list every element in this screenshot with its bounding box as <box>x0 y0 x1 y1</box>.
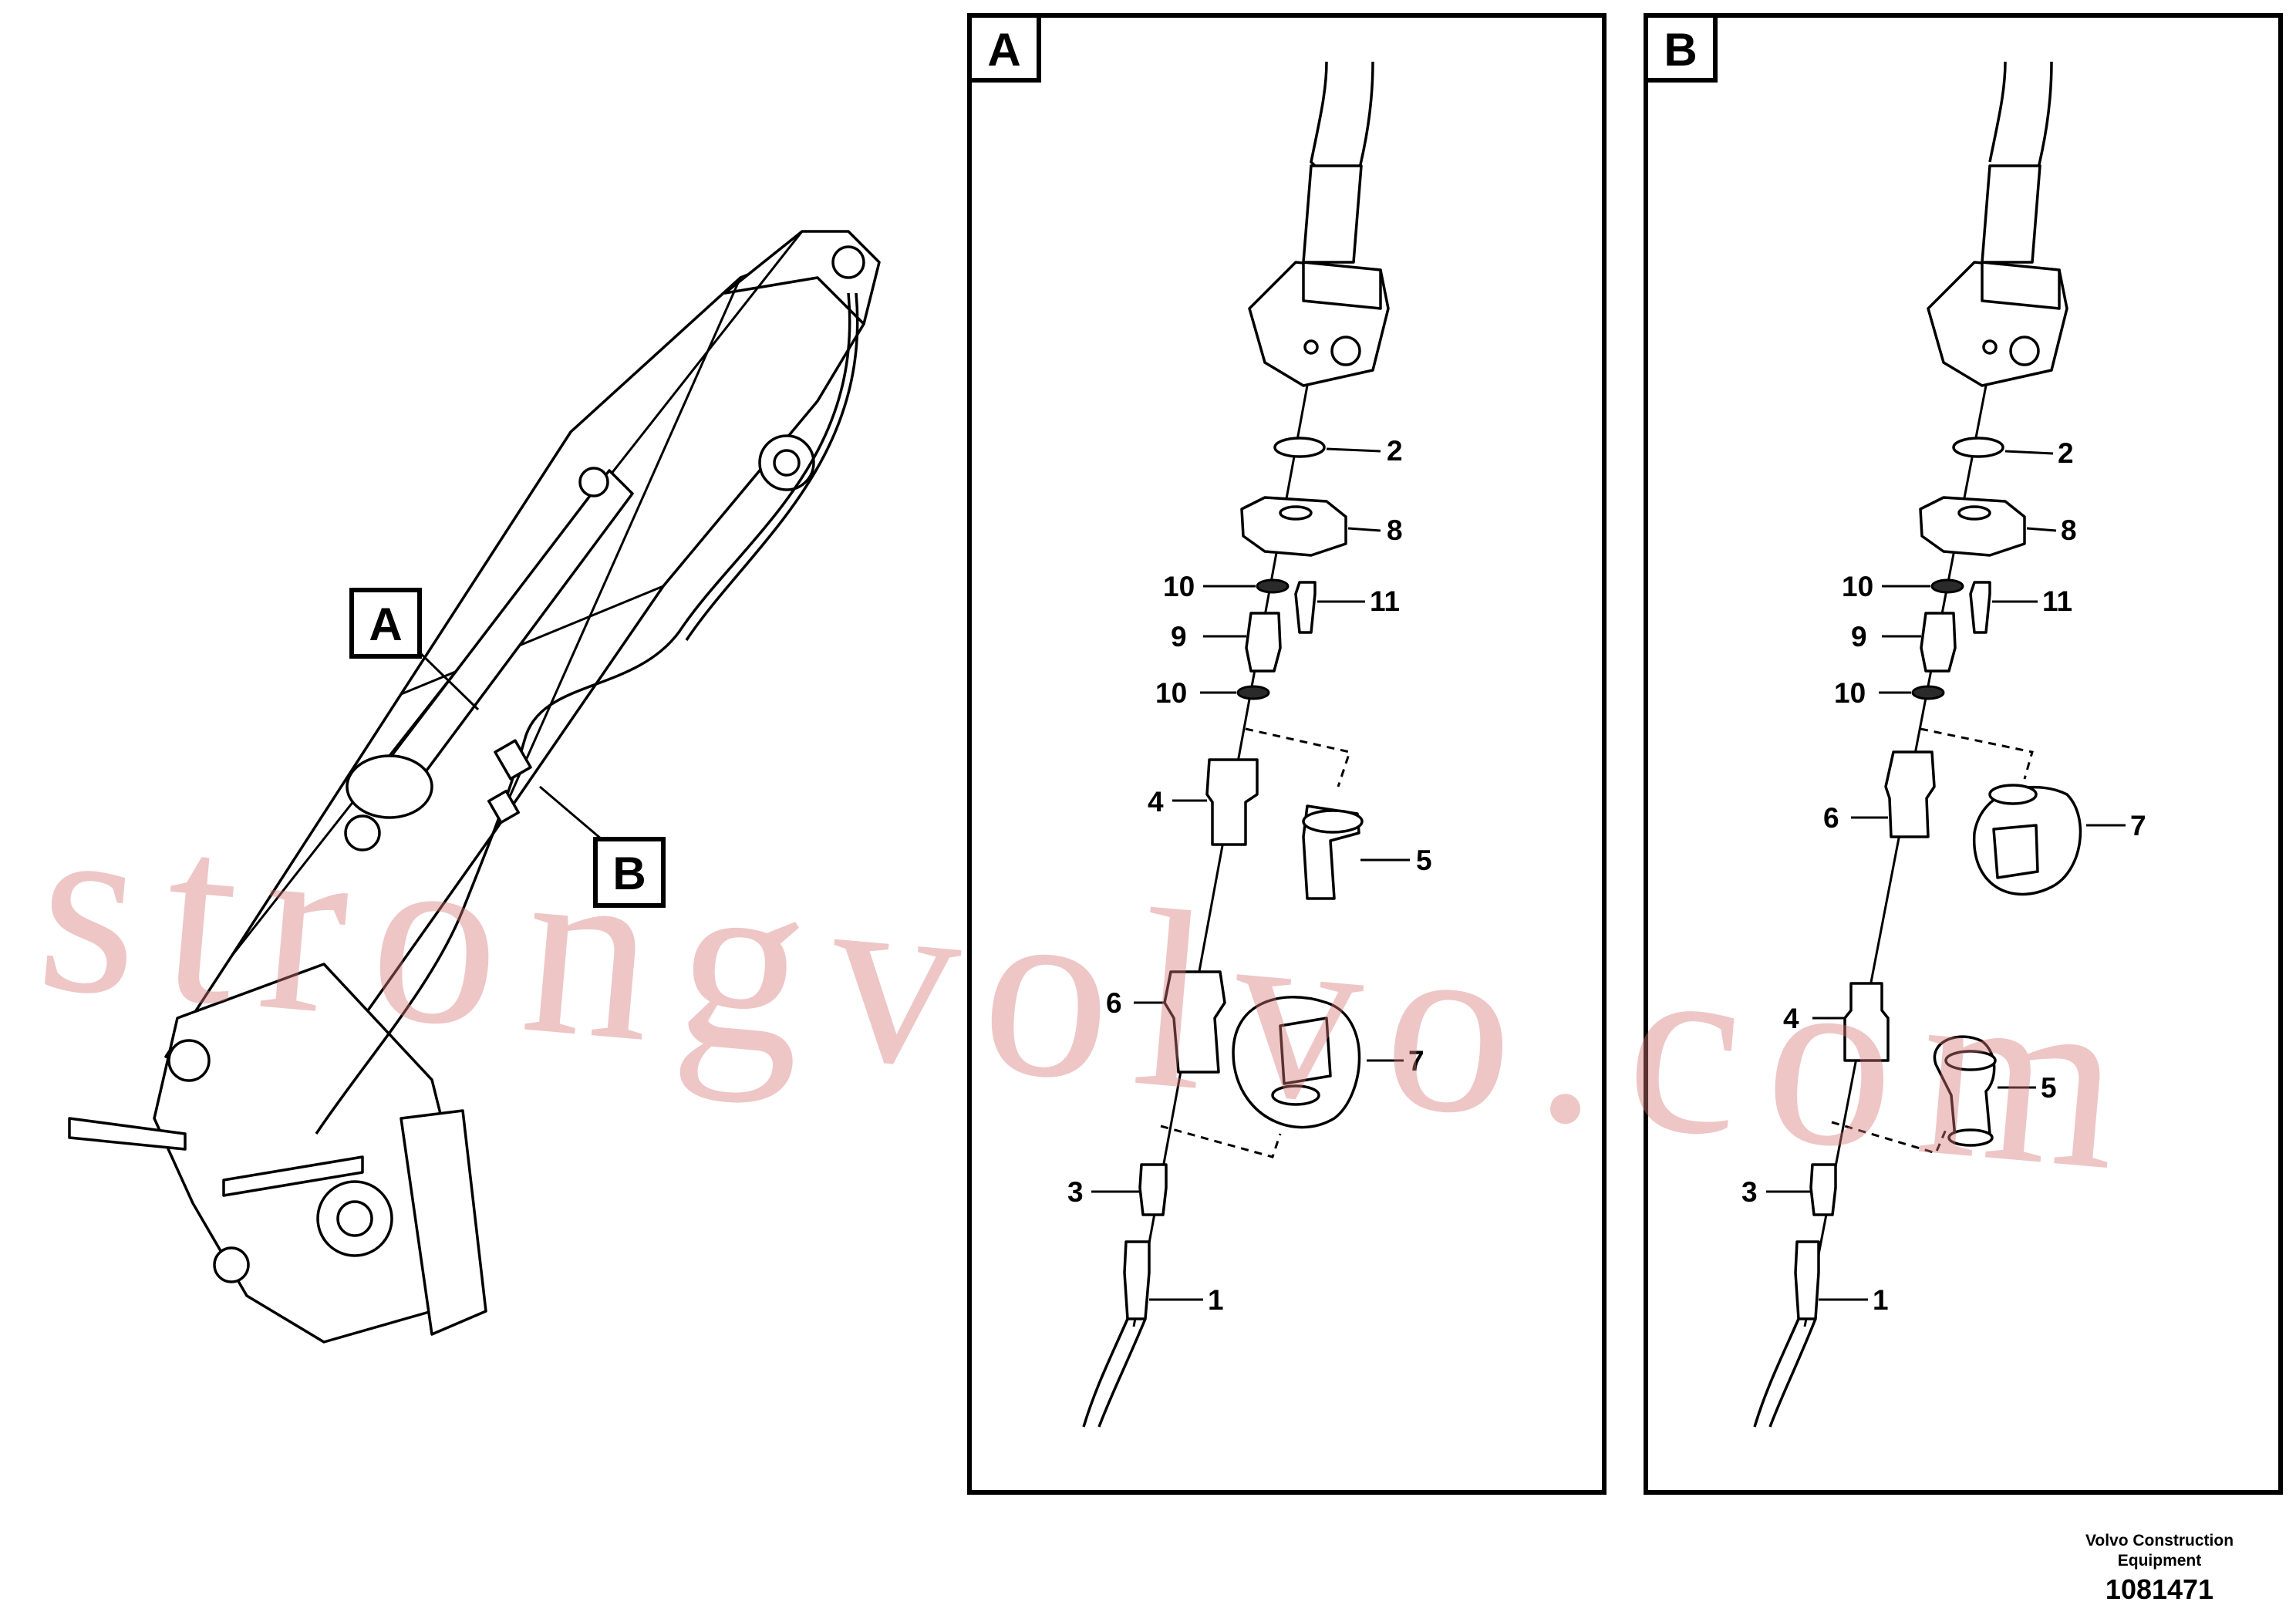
panel-a-callout-5: 5 <box>1416 845 1432 876</box>
panel-a-frame <box>967 13 1607 1495</box>
panel-a-callout-9: 9 <box>1171 621 1187 653</box>
panel-b-callout-11: 11 <box>2042 585 2072 617</box>
panel-a-callout-10-upper: 10 <box>1163 571 1195 602</box>
panel-b-callout-6: 6 <box>1823 802 1839 834</box>
detail-panel-a: A 2 8 10 11 9 10 <box>967 13 1607 1495</box>
overview-tag-a-label: A <box>369 599 402 650</box>
panel-b-part-3-nipple <box>1809 1163 1837 1216</box>
panel-a-part-1-hose-end <box>1123 1240 1151 1320</box>
panel-b-part-11-bolt <box>1969 581 1991 634</box>
panel-b-part-8-flange <box>1919 496 2026 557</box>
panel-b-callout-3: 3 <box>1741 1176 1758 1208</box>
panel-a-callout-1: 1 <box>1208 1284 1224 1316</box>
footer-company-line2: Equipment <box>2117 1552 2202 1570</box>
panel-b-part-9-adapter <box>1920 612 1957 673</box>
panel-b-callout-10-lower: 10 <box>1834 677 1866 709</box>
boom-coupling <box>494 739 532 781</box>
cylinder-end <box>346 754 433 819</box>
panel-a-part-3-nipple <box>1138 1163 1168 1216</box>
panel-b-callout-7: 7 <box>2130 810 2146 841</box>
drawing-number: 1081471 <box>2105 1573 2214 1605</box>
boom-arm <box>164 245 865 1097</box>
panel-b-part-4-coupling <box>1843 982 1890 1062</box>
panel-a-part-6-plug <box>1163 970 1226 1074</box>
panel-b-callout-10-upper: 10 <box>1842 571 1873 602</box>
panel-b-callout-4: 4 <box>1783 1003 1799 1034</box>
panel-b-tag <box>1644 13 1718 83</box>
panel-b-callout-9: 9 <box>1851 621 1867 653</box>
footer-company: Volvo Construction Equipment <box>2044 1531 2275 1571</box>
panel-b-part-10-oring-lower <box>1911 685 1945 700</box>
panel-a-letter: A <box>987 24 1020 76</box>
panel-b-callout-1: 1 <box>1873 1284 1889 1316</box>
panel-a-hose-sleeve <box>1302 164 1363 264</box>
overview-tag-b <box>593 837 666 908</box>
panel-a-callout-7: 7 <box>1408 1045 1424 1077</box>
attachment-handle <box>68 1117 187 1151</box>
panel-b-part-1-hose-end <box>1794 1240 1820 1320</box>
footer-company-line1: Volvo Construction <box>2085 1532 2234 1549</box>
panel-b-hose-sleeve <box>1981 164 2041 264</box>
panel-a-part-11-bolt <box>1294 581 1317 634</box>
panel-a-part-9-adapter <box>1245 612 1282 673</box>
panel-b-frame <box>1644 13 2283 1495</box>
panel-b-callout-5: 5 <box>2041 1072 2057 1104</box>
panel-a-part-8-flange <box>1240 496 1347 557</box>
panel-b-part-2-oring <box>1952 437 2004 458</box>
detail-panel-b: B 2 8 10 11 9 10 <box>1644 13 2283 1495</box>
panel-b-callout-2: 2 <box>2058 437 2074 469</box>
panel-a-part-10-oring-lower <box>1236 685 1270 700</box>
overview-tag-a <box>349 588 422 659</box>
boom-hose-line <box>315 292 851 1135</box>
panel-a-callout-11: 11 <box>1370 585 1400 617</box>
panel-b-part-10-oring-upper <box>1930 578 1964 594</box>
boom-overview: A B <box>68 230 881 1344</box>
panel-a-callout-4: 4 <box>1148 786 1164 818</box>
panel-a-part-4-coupling <box>1205 758 1259 846</box>
panel-a-callout-8: 8 <box>1387 514 1403 546</box>
panel-b-part-6-plug <box>1884 750 1936 838</box>
panel-b-callout-8: 8 <box>2061 514 2077 546</box>
panel-a-part-10-oring-upper <box>1256 578 1290 594</box>
overview-tag-b-label: B <box>612 848 646 899</box>
panel-a-part-2-oring <box>1273 437 1326 458</box>
panel-a-tag <box>967 13 1041 83</box>
panel-a-callout-3: 3 <box>1067 1176 1084 1208</box>
cylinder-pin <box>344 814 381 851</box>
panel-a-callout-6: 6 <box>1106 987 1122 1019</box>
panel-a-callout-10-lower: 10 <box>1155 677 1187 709</box>
attachment-plate <box>400 1109 487 1336</box>
panel-a-callout-2: 2 <box>1387 435 1403 467</box>
panel-b-letter: B <box>1664 24 1697 76</box>
